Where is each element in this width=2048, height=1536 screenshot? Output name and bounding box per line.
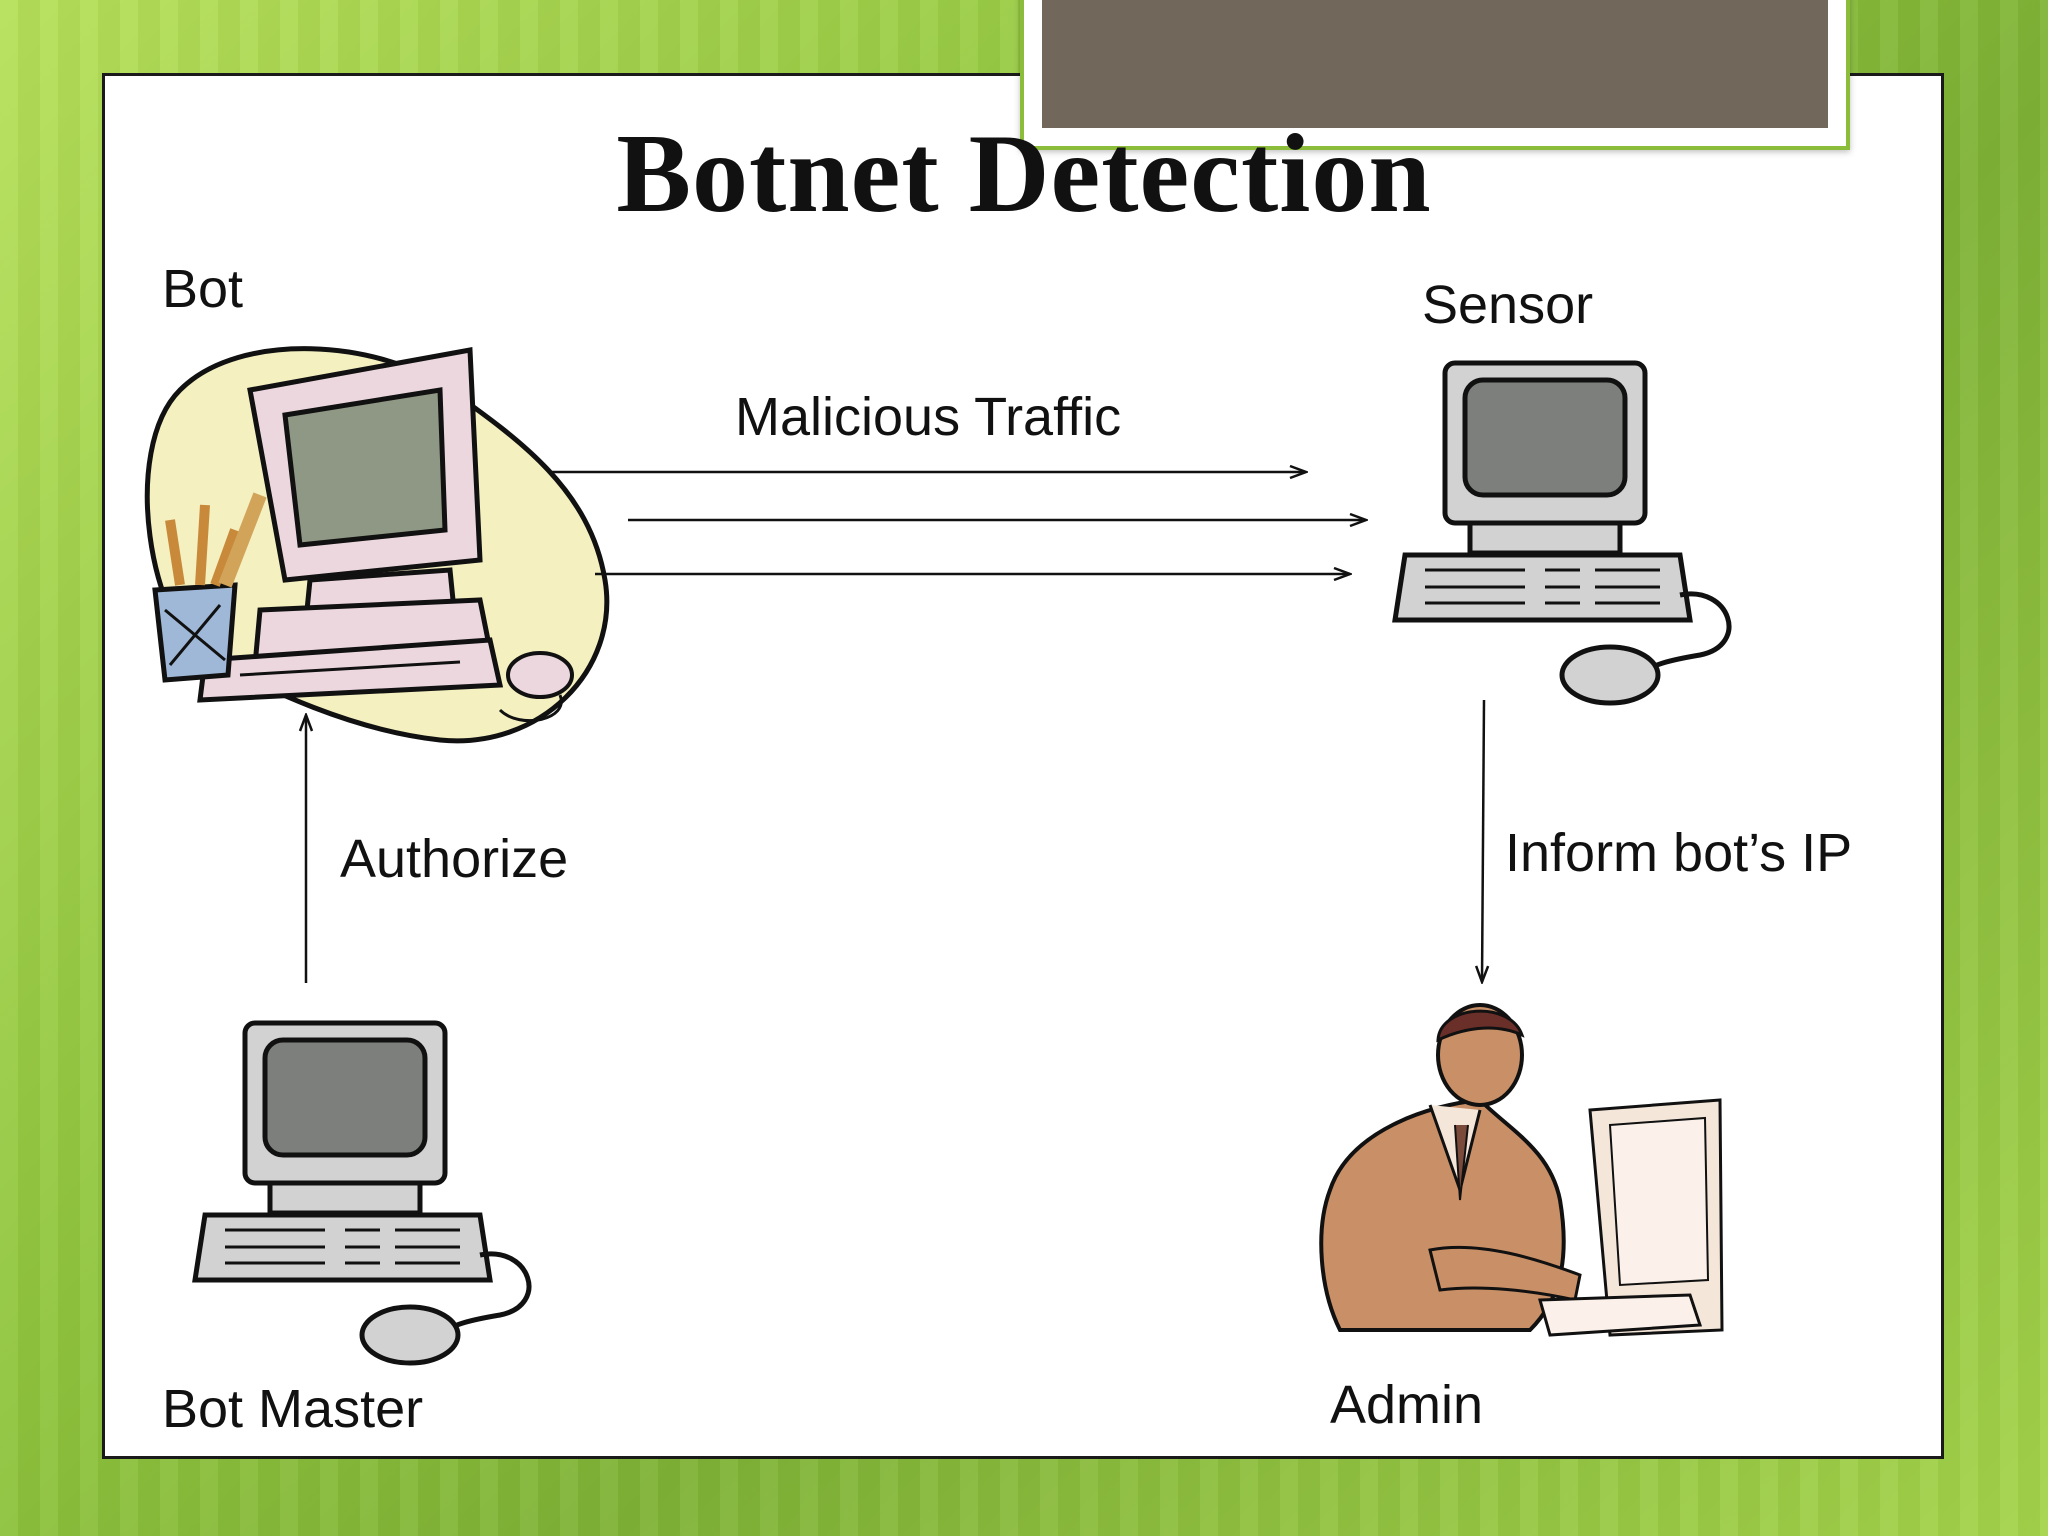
bot-label: Bot xyxy=(162,259,244,319)
bot-master-label: Bot Master xyxy=(162,1379,424,1439)
title-plate-fill xyxy=(1042,0,1828,128)
malicious-traffic-label: Malicious Traffic xyxy=(735,387,1122,447)
sensor-label: Sensor xyxy=(1422,275,1594,335)
slide-title: Botnet Detection xyxy=(616,112,1432,236)
authorize-label: Authorize xyxy=(340,829,569,889)
bot-computer-icon xyxy=(144,346,610,744)
inform-label: Inform bot’s IP xyxy=(1505,823,1853,883)
inform-arrow xyxy=(1482,699,1484,982)
admin-label: Admin xyxy=(1330,1375,1484,1435)
bot-master-computer-icon xyxy=(192,1020,532,1366)
sensor-computer-icon xyxy=(1392,360,1732,706)
admin-person-icon xyxy=(1319,1003,1724,1337)
title-plate xyxy=(1020,0,1850,150)
